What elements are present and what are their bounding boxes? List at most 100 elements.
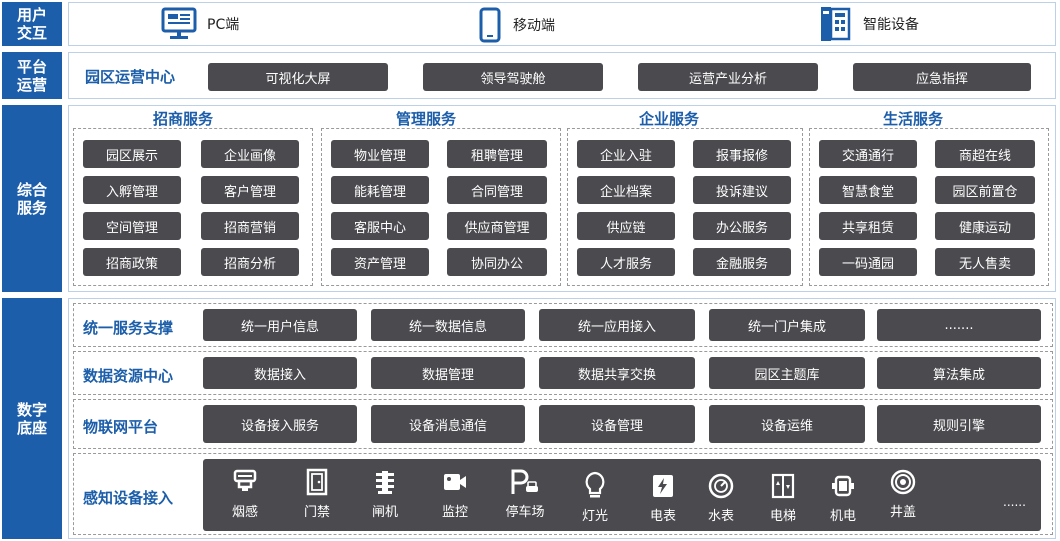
device-label: 水表 xyxy=(707,509,734,524)
layer-label-text: 综合 服务 xyxy=(16,180,47,217)
service-item[interactable]: 办公服务 xyxy=(693,212,791,240)
digital-item[interactable]: 统一门户集成 xyxy=(709,309,865,341)
mobile-client[interactable]: 移动端 xyxy=(479,7,555,43)
digital-item[interactable]: 园区主题库 xyxy=(709,357,865,389)
device-parking[interactable]: 停车场 xyxy=(495,467,555,520)
device-more: ...... xyxy=(1003,495,1026,509)
services-row: 招商服务 园区展示 企业画像 入孵管理 客户管理 空间管理 招商营销 招商政策 … xyxy=(68,105,1056,292)
device-manhole[interactable]: 井盖 xyxy=(873,467,933,520)
device-label: 井盖 xyxy=(889,505,916,520)
water-meter-icon xyxy=(708,473,734,499)
digital-section-title: 物联网平台 xyxy=(83,418,159,436)
service-item[interactable]: 空间管理 xyxy=(83,212,181,240)
service-item[interactable]: 金融服务 xyxy=(693,248,791,276)
digital-item[interactable]: 设备管理 xyxy=(539,405,695,443)
service-item[interactable]: 入孵管理 xyxy=(83,176,181,204)
service-item[interactable]: 客户管理 xyxy=(201,176,299,204)
layer-label-service: 综合 服务 xyxy=(2,105,62,292)
device-water-meter[interactable]: 水表 xyxy=(691,471,751,524)
service-item[interactable]: 合同管理 xyxy=(447,176,547,204)
smoke-detector-icon xyxy=(233,469,257,491)
service-group-investment xyxy=(73,128,313,286)
service-item[interactable]: 报事报修 xyxy=(693,140,791,168)
layer-label-platform: 平台 运营 xyxy=(2,52,62,99)
device-motor[interactable]: 机电 xyxy=(813,471,873,524)
service-item[interactable]: 招商政策 xyxy=(83,248,181,276)
digital-item[interactable]: 数据共享交换 xyxy=(539,357,695,389)
service-item[interactable]: 供应链 xyxy=(577,212,675,240)
platform-ops-row: 园区运营中心 可视化大屏 领导驾驶舱 运营产业分析 应急指挥 xyxy=(68,52,1056,99)
service-item[interactable]: 协同办公 xyxy=(447,248,547,276)
device-label: 停车场 xyxy=(505,505,545,520)
device-meter[interactable]: 电表 xyxy=(633,471,693,524)
service-item[interactable]: 供应商管理 xyxy=(447,212,547,240)
device-label: 机电 xyxy=(829,509,856,524)
service-group-enterprise xyxy=(567,128,803,286)
monitor-icon xyxy=(161,7,197,39)
service-group-title: 管理服务 xyxy=(396,110,457,128)
service-item[interactable]: 无人售卖 xyxy=(935,248,1035,276)
service-item[interactable]: 资产管理 xyxy=(331,248,429,276)
service-item[interactable]: 租聘管理 xyxy=(447,140,547,168)
device-label: 电表 xyxy=(649,509,676,524)
digital-item[interactable]: 数据接入 xyxy=(203,357,357,389)
device-label: 门禁 xyxy=(303,505,330,520)
service-item[interactable]: 园区前置仓 xyxy=(935,176,1035,204)
service-item[interactable]: 人才服务 xyxy=(577,248,675,276)
gate-icon xyxy=(376,471,394,494)
smart-device-client[interactable]: 智能设备 xyxy=(817,5,919,43)
digital-item[interactable]: 统一数据信息 xyxy=(371,309,525,341)
service-item[interactable]: 企业画像 xyxy=(201,140,299,168)
service-item[interactable]: 企业入驻 xyxy=(577,140,675,168)
digital-section-unified xyxy=(73,303,1053,347)
service-item[interactable]: 交通通行 xyxy=(819,140,917,168)
camera-icon xyxy=(444,474,466,490)
digital-item[interactable]: 设备接入服务 xyxy=(203,405,357,443)
elevator-icon xyxy=(771,473,795,499)
service-item[interactable]: 客服中心 xyxy=(331,212,429,240)
service-item[interactable]: 能耗管理 xyxy=(331,176,429,204)
device-camera[interactable]: 监控 xyxy=(425,467,485,520)
digital-item[interactable]: 设备运维 xyxy=(709,405,865,443)
device-gate[interactable]: 闸机 xyxy=(355,467,415,520)
ops-item-emergency-command[interactable]: 应急指挥 xyxy=(853,63,1031,91)
service-group-management xyxy=(321,128,561,286)
layer-label-text: 用户 交互 xyxy=(16,6,47,42)
service-item[interactable]: 园区展示 xyxy=(83,140,181,168)
service-item[interactable]: 智慧食堂 xyxy=(819,176,917,204)
digital-section-sensing xyxy=(73,453,1053,535)
service-item[interactable]: 健康运动 xyxy=(935,212,1035,240)
service-item[interactable]: 共享租赁 xyxy=(819,212,917,240)
service-item[interactable]: 招商分析 xyxy=(201,248,299,276)
ops-item-visual-screen[interactable]: 可视化大屏 xyxy=(208,63,388,91)
digital-base-row: 统一服务支撑 统一用户信息 统一数据信息 统一应用接入 统一门户集成 .....… xyxy=(68,298,1056,539)
digital-item[interactable]: 数据管理 xyxy=(371,357,525,389)
service-item[interactable]: 商超在线 xyxy=(935,140,1035,168)
digital-section-title: 统一服务支撑 xyxy=(83,319,174,337)
service-item[interactable]: 企业档案 xyxy=(577,176,675,204)
service-item[interactable]: 物业管理 xyxy=(331,140,429,168)
ops-item-leader-cockpit[interactable]: 领导驾驶舱 xyxy=(423,63,603,91)
digital-item-more[interactable]: ....... xyxy=(877,309,1041,341)
digital-item[interactable]: 统一应用接入 xyxy=(539,309,695,341)
device-door[interactable]: 门禁 xyxy=(287,467,347,520)
smart-device-label: 智能设备 xyxy=(863,17,919,33)
digital-item[interactable]: 设备消息通信 xyxy=(371,405,525,443)
pc-label: PC端 xyxy=(207,17,240,33)
service-item[interactable]: 一码通园 xyxy=(819,248,917,276)
device-elevator[interactable]: 电梯 xyxy=(753,471,813,524)
pc-client[interactable]: PC端 xyxy=(161,7,239,41)
user-interaction-row: PC端 移动端 智能设备 xyxy=(68,2,1056,46)
digital-item[interactable]: 规则引擎 xyxy=(877,405,1041,443)
digital-item[interactable]: 统一用户信息 xyxy=(203,309,357,341)
digital-item[interactable]: 算法集成 xyxy=(877,357,1041,389)
platform-ops-title: 园区运营中心 xyxy=(85,68,176,86)
layer-label-digital: 数字 底座 xyxy=(2,298,62,539)
ops-item-industry-analysis[interactable]: 运营产业分析 xyxy=(638,63,818,91)
service-item[interactable]: 投诉建议 xyxy=(693,176,791,204)
smart-device-icon xyxy=(821,7,851,41)
service-group-title: 招商服务 xyxy=(153,110,214,128)
device-light[interactable]: 灯光 xyxy=(565,471,625,524)
service-item[interactable]: 招商营销 xyxy=(201,212,299,240)
device-smoke[interactable]: 烟感 xyxy=(215,467,275,520)
